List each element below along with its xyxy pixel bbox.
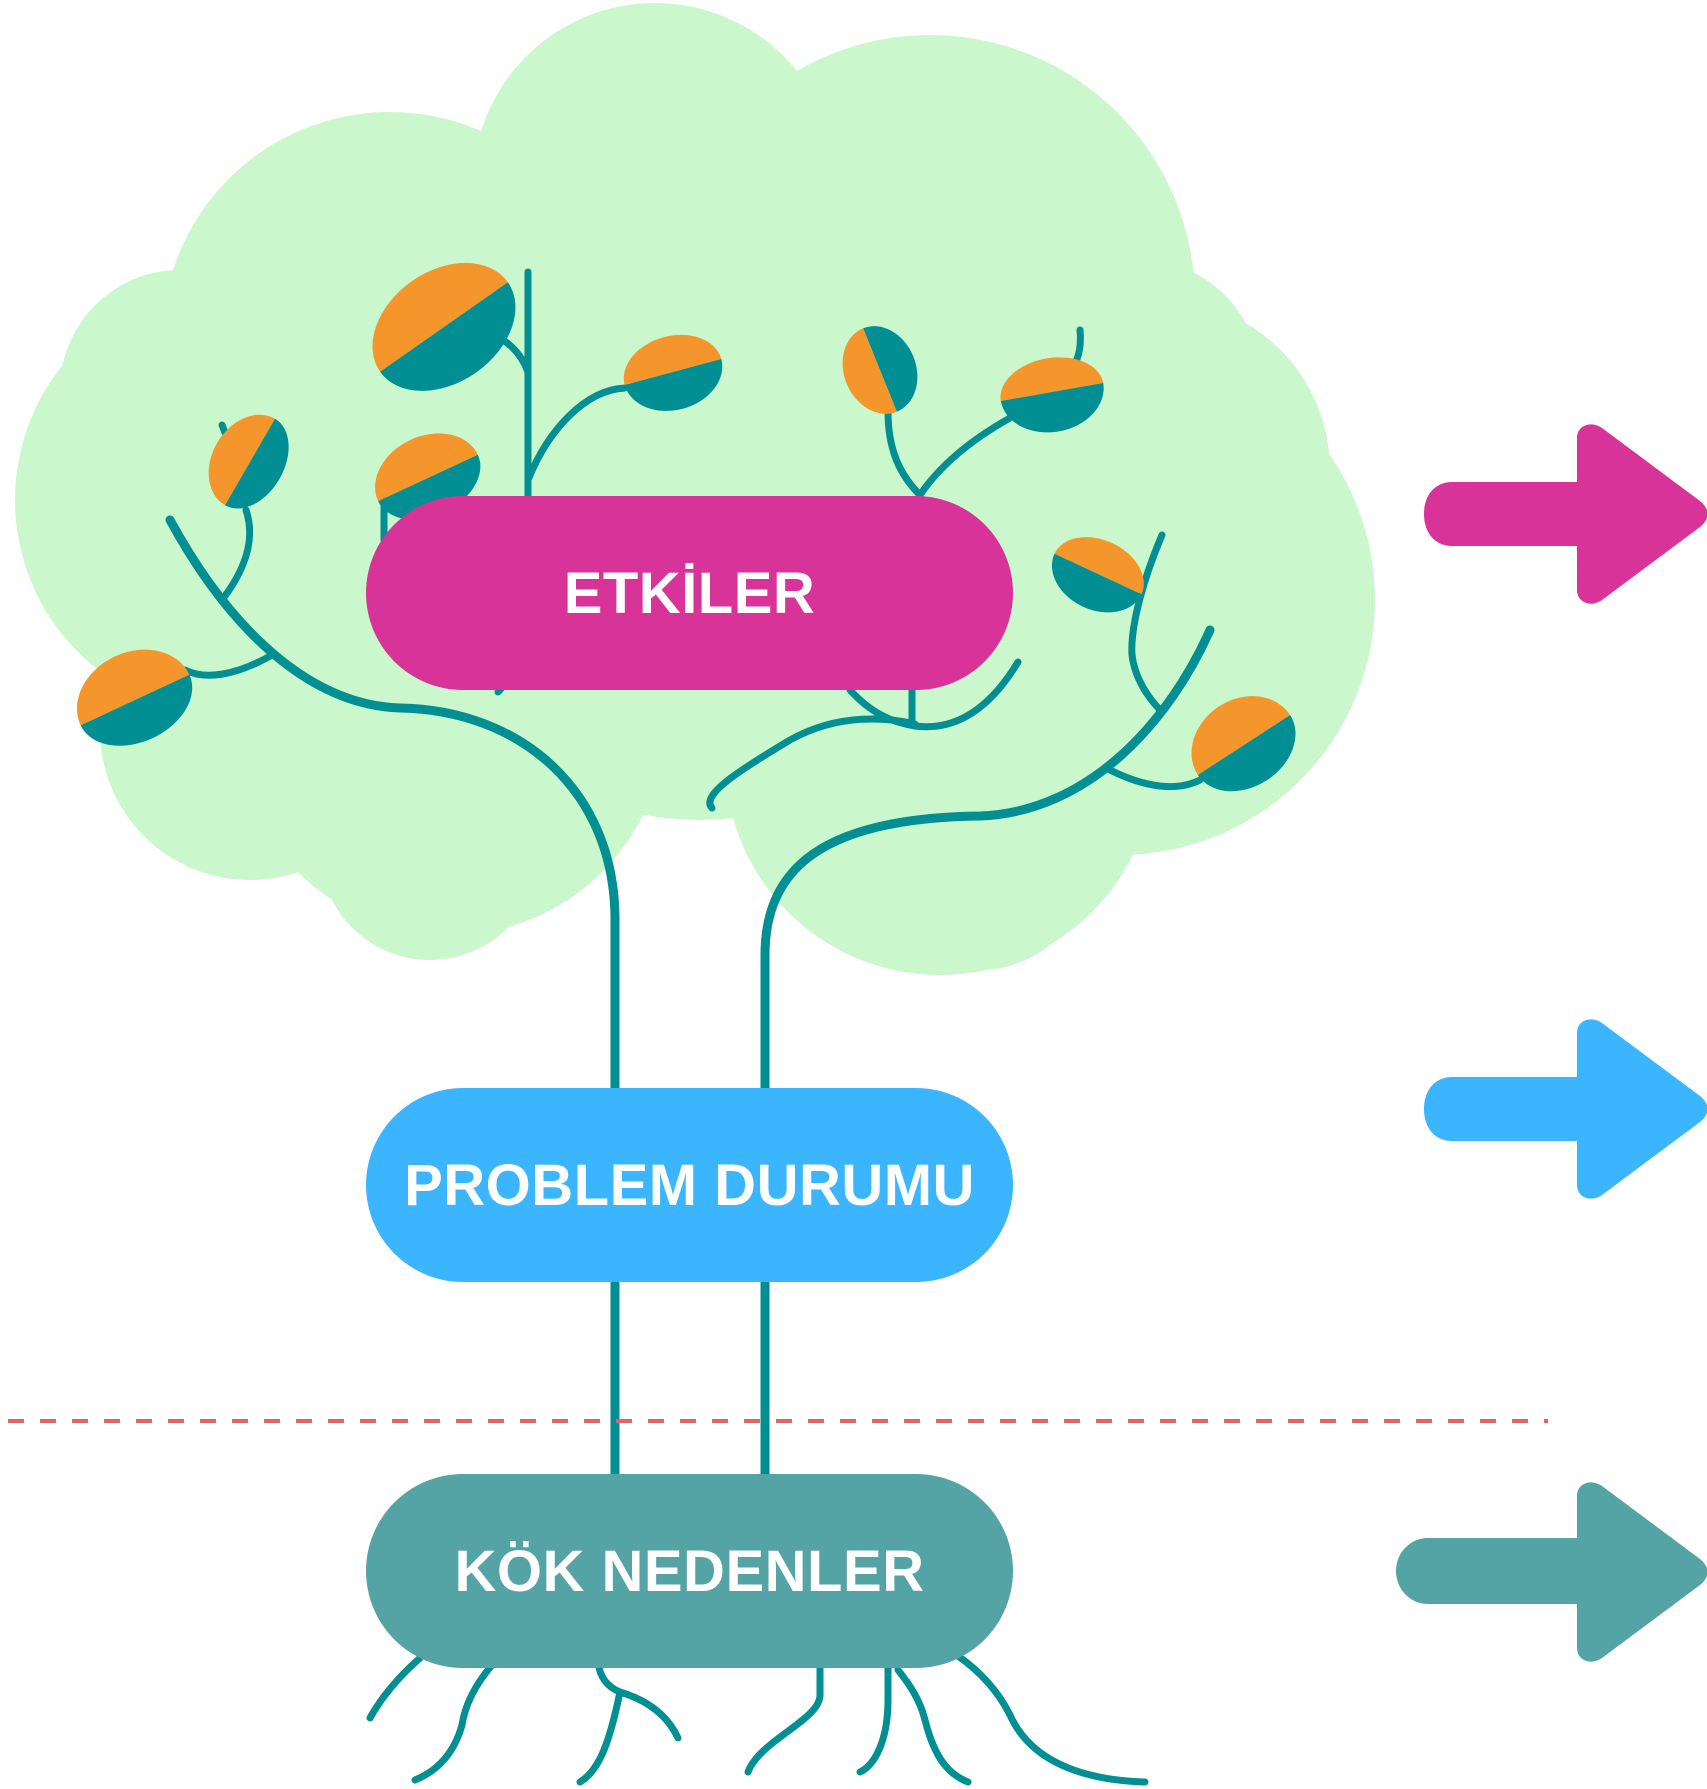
effects-label: ETKİLER (563, 560, 816, 626)
arrow-right-icon (1424, 1019, 1707, 1199)
leaf (1191, 696, 1296, 792)
root-causes-box: KÖK NEDENLER (366, 1474, 1013, 1668)
leaf (842, 326, 918, 414)
problem-box: PROBLEM DURUMU (366, 1088, 1013, 1282)
leaf (623, 334, 723, 411)
leaf (208, 414, 289, 509)
leaf (77, 649, 193, 746)
arrow-right-icon (1424, 424, 1707, 604)
leaf (1051, 537, 1144, 613)
leaves (77, 262, 1296, 792)
arrow-right-icon (1396, 1482, 1707, 1662)
leaf (1000, 357, 1104, 433)
root-causes-label: KÖK NEDENLER (454, 1538, 925, 1604)
tree-roots (366, 1652, 1149, 1786)
problem-label: PROBLEM DURUMU (404, 1152, 975, 1218)
effects-box: ETKİLER (366, 496, 1013, 690)
leaf (372, 262, 516, 391)
